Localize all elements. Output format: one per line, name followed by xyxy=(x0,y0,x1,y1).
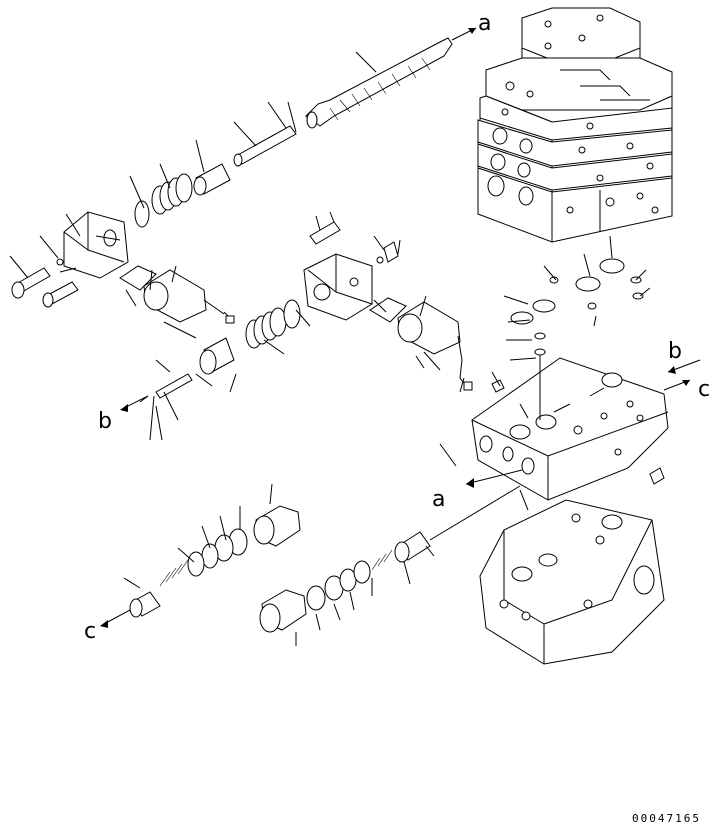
solenoid-valve-right xyxy=(369,297,473,391)
spring-set-middle xyxy=(199,299,301,375)
callout-a-middle: a xyxy=(432,487,445,512)
lower-valve-block xyxy=(479,499,665,665)
relief-valve-lower-middle xyxy=(259,485,521,633)
pressure-valve-body xyxy=(303,211,399,321)
callout-b-right: b xyxy=(668,339,682,364)
relief-valve-lower-left xyxy=(100,505,301,628)
leader-lines xyxy=(9,51,651,646)
callout-c-right: c xyxy=(698,377,710,402)
end-cap-upper xyxy=(11,211,129,308)
valve-stack-assembly xyxy=(477,7,673,243)
o-ring-set xyxy=(491,258,665,485)
spring-set-upper xyxy=(134,173,193,228)
bolt-b-axis xyxy=(120,373,193,412)
main-valve-block xyxy=(471,350,669,501)
spool-assembly xyxy=(305,27,477,129)
callout-a-top: a xyxy=(478,11,491,36)
callout-c-left: c xyxy=(84,619,96,644)
drawing-number: 00047165 xyxy=(632,812,701,825)
flow-axis-lines xyxy=(465,359,701,488)
plunger-rod xyxy=(193,125,297,196)
callout-b-left: b xyxy=(98,409,112,434)
solenoid-valve-left xyxy=(119,265,235,339)
